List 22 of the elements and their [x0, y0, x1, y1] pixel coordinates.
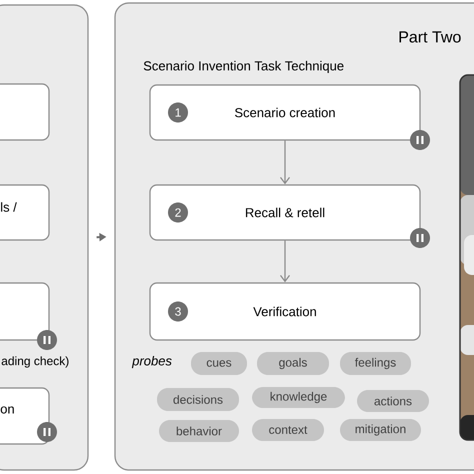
probe-pill: cues: [191, 352, 247, 375]
probe-pill: mitigation: [340, 419, 421, 441]
probe-pill: feelings: [340, 352, 411, 375]
process-box: [0, 83, 50, 141]
probe-pill: goals: [257, 352, 329, 375]
box-text: on: [0, 406, 14, 414]
panel-title: Part Two: [400, 31, 461, 43]
probe-pill: decisions: [157, 388, 239, 411]
probe-pill: knowledge: [252, 387, 345, 408]
probe-pill: actions: [357, 390, 429, 412]
caption-text: ading check): [2, 356, 68, 368]
probe-pill: behavior: [159, 420, 239, 442]
photo: [459, 74, 474, 441]
arrow: [280, 140, 290, 184]
probe-pill: context: [252, 419, 324, 441]
box-text: ls /: [1, 202, 17, 212]
number-badge: 3: [168, 302, 188, 322]
arrow: [280, 240, 290, 282]
number-badge: 1: [168, 102, 188, 122]
section-heading: Scenario Invention Task Technique: [144, 60, 344, 74]
number-badge: 2: [168, 202, 188, 222]
probes-label: probes: [132, 356, 172, 368]
